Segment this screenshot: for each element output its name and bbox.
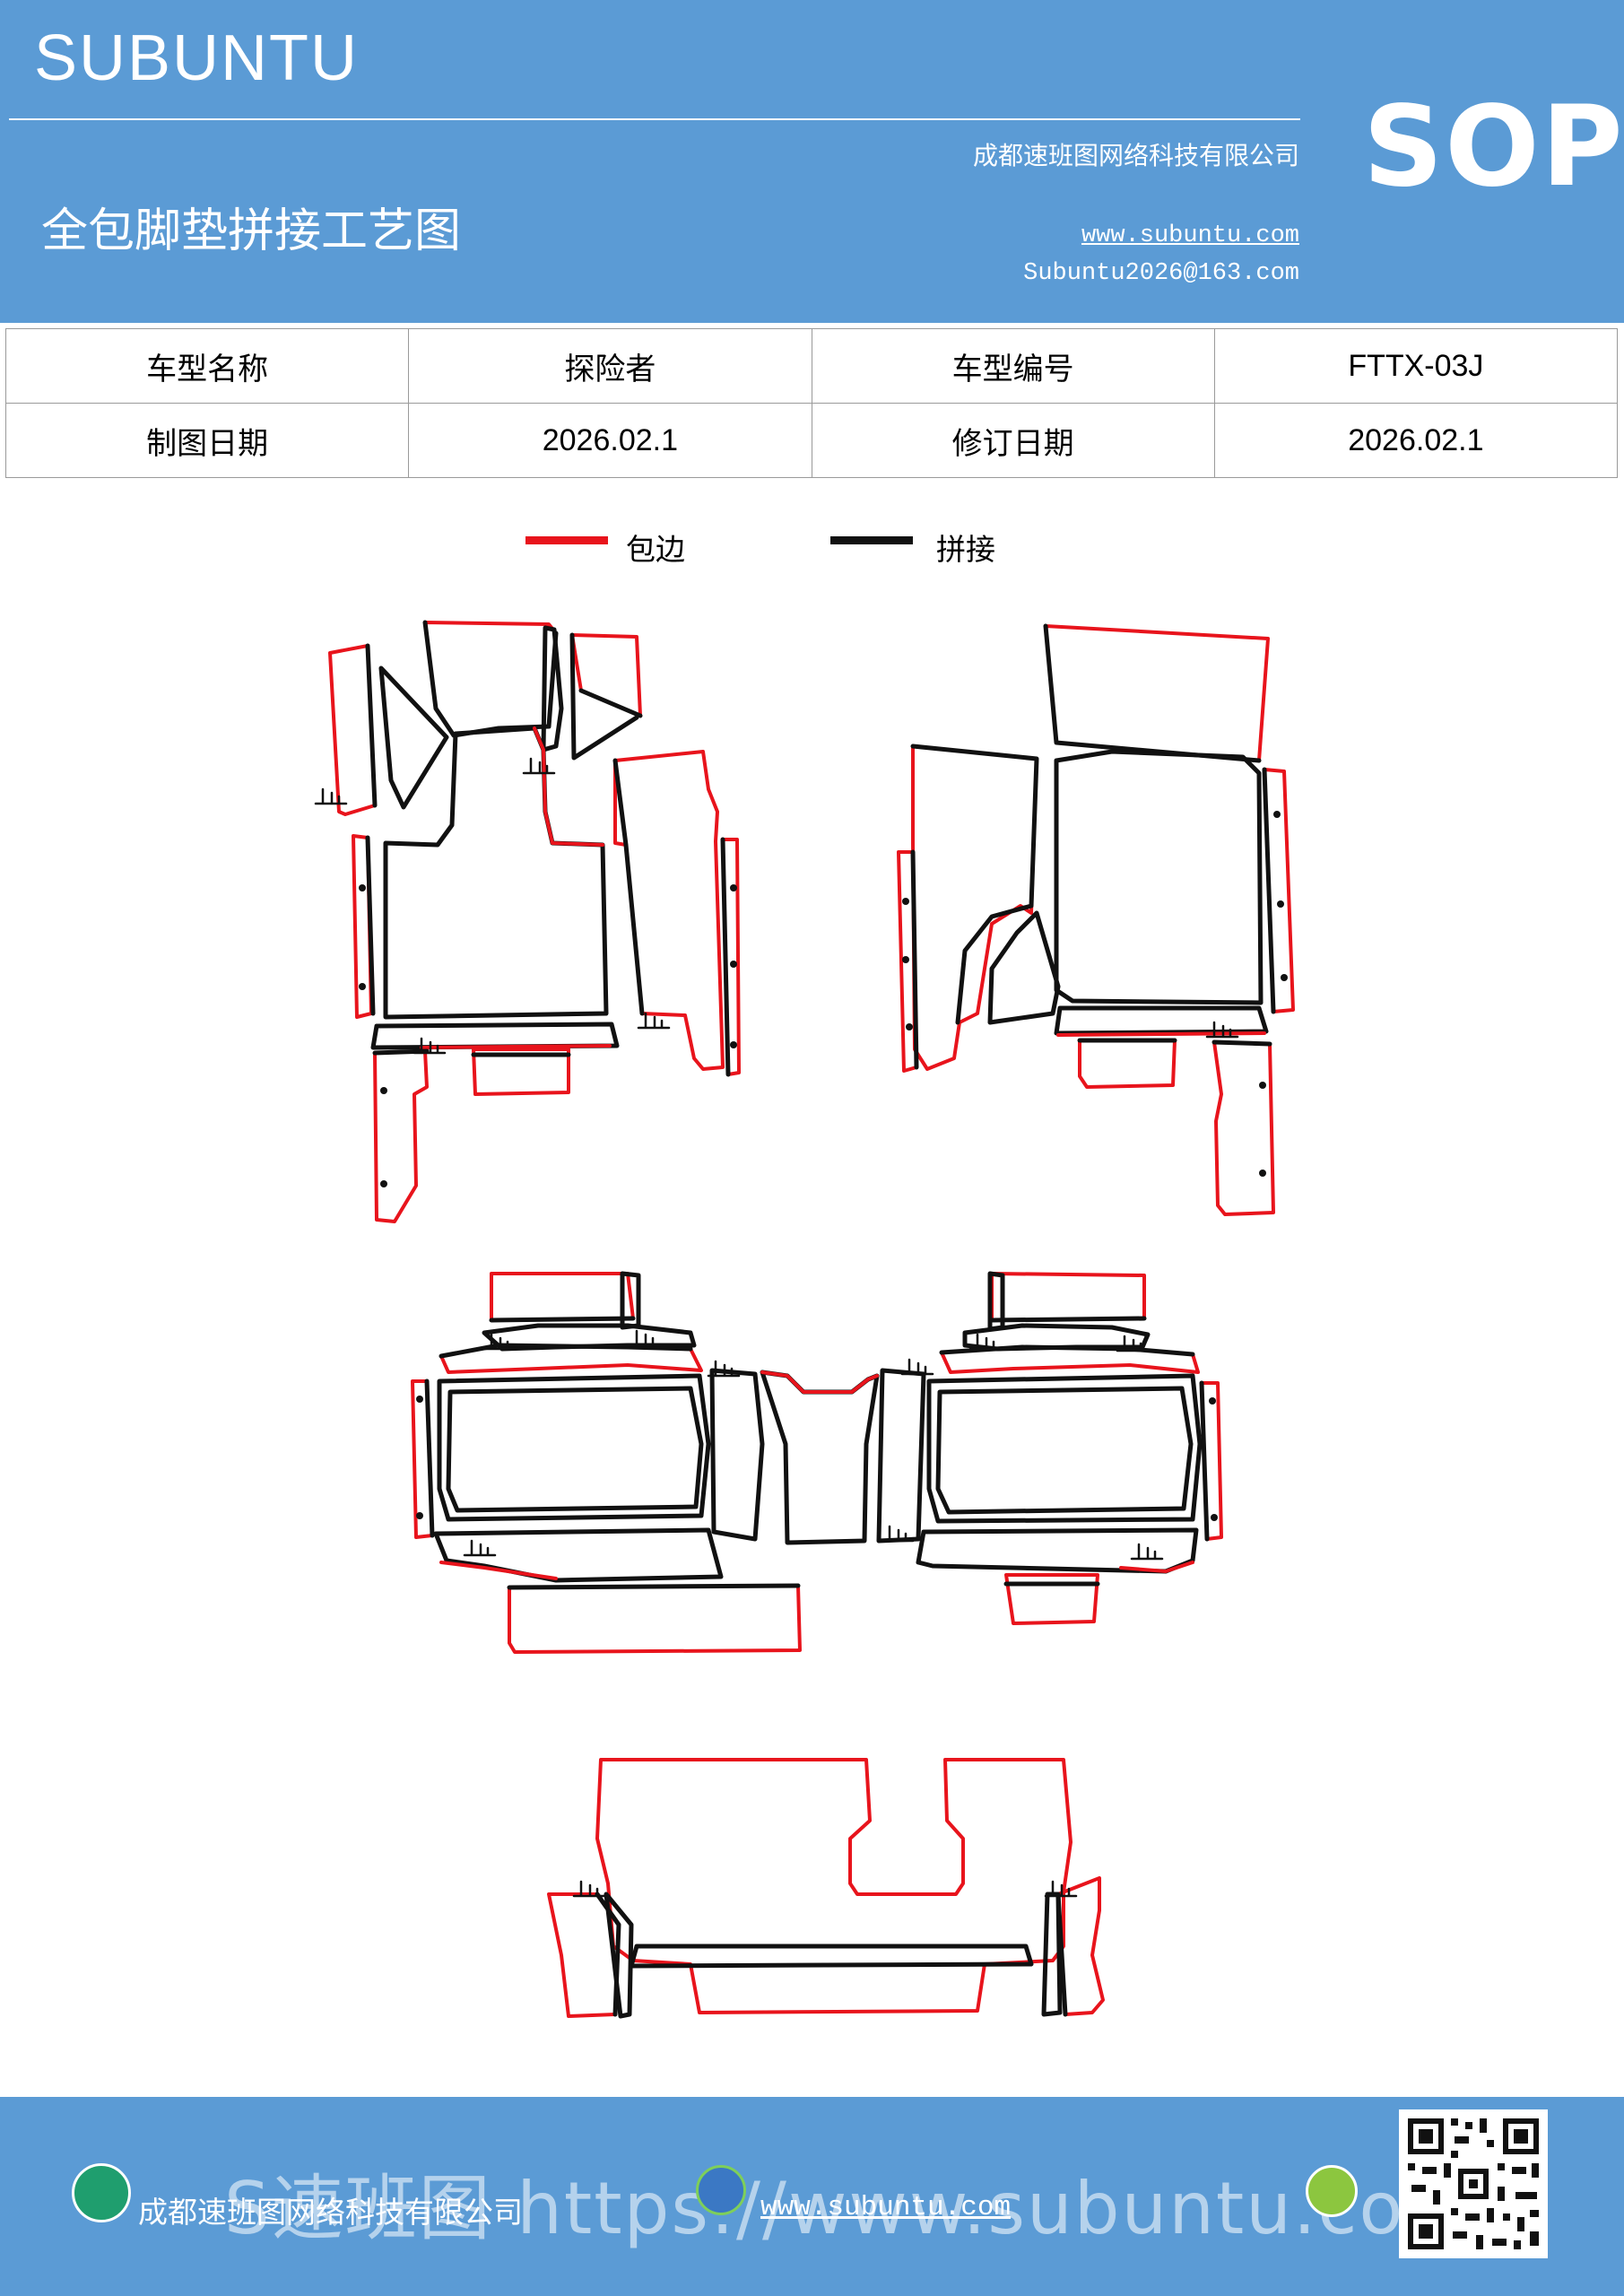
splice-swatch xyxy=(830,536,913,544)
model-name-label: 车型名称 xyxy=(4,328,410,404)
footer-watermark: S速班图 https://www.subuntu.com xyxy=(224,2167,1477,2250)
footer-banner: S速班图 https://www.subuntu.com 成都速班图网络科技有限… xyxy=(0,2097,1624,2296)
company-name: 成都速班图网络科技有限公司 xyxy=(972,141,1299,170)
edge-binding-swatch xyxy=(525,536,608,544)
mat-second-row xyxy=(411,1271,1223,1654)
building-icon xyxy=(72,2163,131,2222)
footer-website-link[interactable]: www.subuntu.com xyxy=(760,2192,1012,2223)
drawing-date-label: 制图日期 xyxy=(4,403,410,478)
model-name-value: 探险者 xyxy=(408,328,812,404)
header-divider xyxy=(9,118,1300,120)
legend-edge-binding: 包边 xyxy=(525,526,723,572)
contact-email[interactable]: Subuntu2026@163.com xyxy=(1023,260,1299,287)
vehicle-info-table: 车型名称 探险者 车型编号 FTTX-03J 制图日期 2026.02.1 修订… xyxy=(4,328,1619,478)
page-title: 全包脚垫拼接工艺图 xyxy=(41,204,462,258)
model-code-value: FTTX-03J xyxy=(1213,328,1619,404)
wechat-icon xyxy=(1306,2165,1358,2217)
revision-date-value: 2026.02.1 xyxy=(1213,403,1619,478)
qr-code xyxy=(1399,2109,1548,2258)
edge-binding-label: 包边 xyxy=(626,532,685,567)
sop-badge: SOP xyxy=(1363,83,1624,212)
globe-icon xyxy=(696,2165,746,2215)
website-link[interactable]: www.subuntu.com xyxy=(1081,222,1299,249)
mat-driver-front xyxy=(314,620,741,1223)
table-row: 制图日期 2026.02.1 修订日期 2026.02.1 xyxy=(4,403,1619,478)
revision-date-label: 修订日期 xyxy=(811,403,1215,478)
header-banner: SUBUNTU 成都速班图网络科技有限公司 全包脚垫拼接工艺图 www.subu… xyxy=(0,0,1624,323)
mat-passenger-front xyxy=(897,623,1295,1216)
model-code-label: 车型编号 xyxy=(811,328,1215,404)
splice-label: 拼接 xyxy=(936,532,995,567)
brand-logo-text: SUBUNTU xyxy=(34,22,360,94)
footer-company-name: 成都速班图网络科技有限公司 xyxy=(138,2195,523,2230)
table-row: 车型名称 探险者 车型编号 FTTX-03J xyxy=(4,328,1619,404)
legend-splice: 拼接 xyxy=(830,526,1028,572)
mat-third-row xyxy=(547,1758,1105,2019)
drawing-date-value: 2026.02.1 xyxy=(408,403,812,478)
